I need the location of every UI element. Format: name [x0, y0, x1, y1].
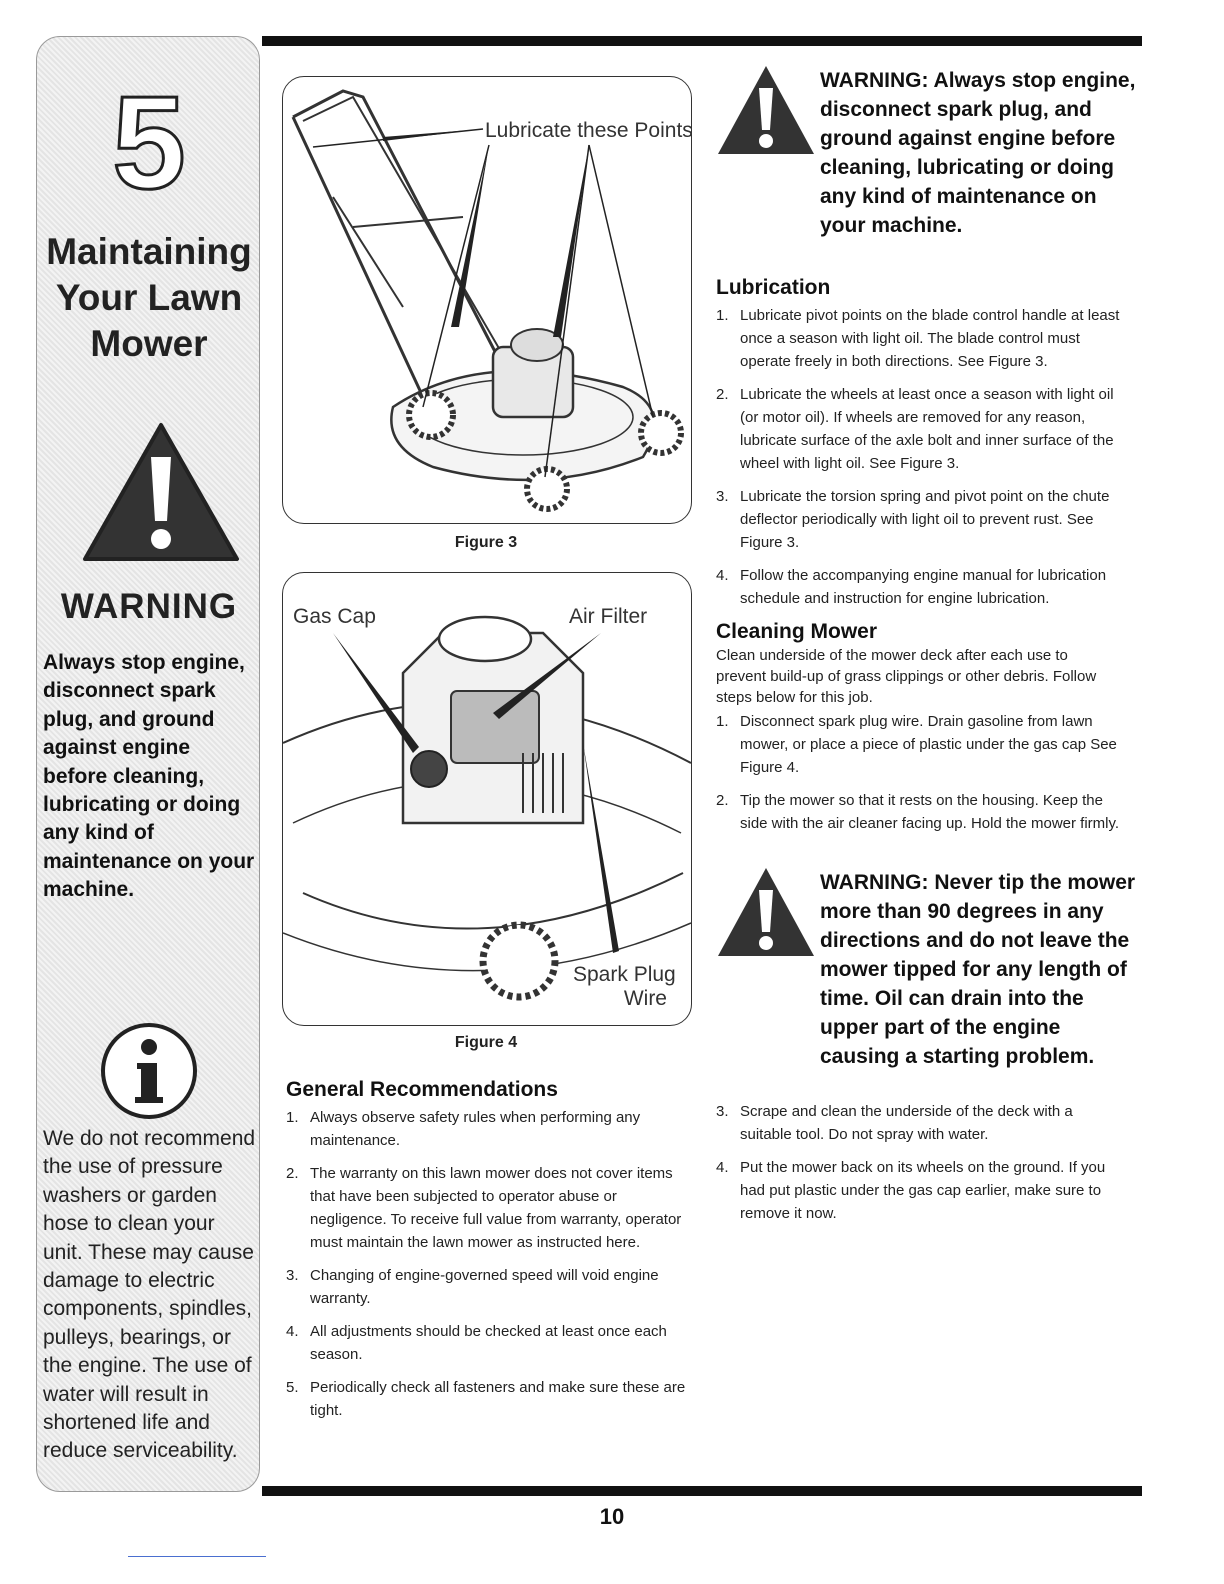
figure-3-caption: Figure 3	[454, 534, 518, 551]
top-rule	[262, 36, 1142, 46]
chapter-title-line-2: Your Lawn	[55, 277, 243, 318]
spark-plug-label: Spark Plug Wire	[573, 963, 676, 1011]
chapter-sidebar: 5 Maintaining Your Lawn Mower WARNING Al…	[36, 36, 260, 1492]
general-recommendations-heading: General Recommendations	[286, 1078, 558, 1101]
cleaning-mower-heading: Cleaning Mower	[716, 620, 878, 643]
list-item: 4.All adjustments should be checked at l…	[286, 1323, 667, 1363]
list-item: 5.Periodically check all fasteners and m…	[286, 1379, 686, 1419]
figure-3-label: Lubricate these Points	[485, 119, 692, 142]
general-recommendations-list: 1.Always observe safety rules when perfo…	[286, 1106, 686, 1432]
engine-warning-block: WARNING: Always stop engine, disconnect …	[716, 64, 1136, 264]
cleaning-intro: Clean underside of the mower deck after …	[716, 647, 1097, 706]
sidebar-info-text: We do not recommend the use of pressure …	[43, 1127, 256, 1463]
spark-plug-label-line-1: Spark Plug	[573, 963, 676, 986]
warning-triangle-icon	[83, 423, 239, 561]
figure-4-caption: Figure 4	[454, 1034, 518, 1051]
list-item: 4.Follow the accompanying engine manual …	[716, 567, 1107, 607]
list-item: 1.Disconnect spark plug wire. Drain gaso…	[716, 713, 1117, 776]
tip-warning-text: WARNING: Never tip the mower more than 9…	[820, 871, 1136, 1068]
lubrication-list: 1.Lubricate pivot points on the blade co…	[716, 304, 1126, 620]
sidebar-warning-label: WARNING	[60, 587, 238, 626]
spark-plug-label-line-2: Wire	[623, 987, 667, 1011]
lubrication-heading: Lubrication	[716, 276, 831, 299]
chapter-title-line-3: Mower	[90, 323, 208, 364]
engine-warning-text: WARNING: Always stop engine, disconnect …	[820, 69, 1136, 237]
page-number: 10	[599, 1504, 625, 1529]
list-item: 2.Lubricate the wheels at least once a s…	[716, 386, 1114, 472]
chapter-number: 5	[111, 69, 187, 216]
bottom-rule	[262, 1486, 1142, 1496]
cleaning-steps-list: 1.Disconnect spark plug wire. Drain gaso…	[716, 710, 1126, 845]
engine-closeup-illustration	[283, 615, 691, 1001]
cleaning-steps-list-continued: 3.Scrape and clean the underside of the …	[716, 1100, 1126, 1235]
air-filter-label: Air Filter	[569, 605, 648, 628]
tip-warning-block: WARNING: Never tip the mower more than 9…	[716, 866, 1136, 1076]
warning-triangle-icon	[718, 868, 814, 956]
list-item: 3.Lubricate the torsion spring and pivot…	[716, 488, 1110, 551]
gas-cap-label: Gas Cap	[293, 605, 376, 628]
list-item: 3.Scrape and clean the underside of the …	[716, 1103, 1073, 1143]
info-icon	[101, 1023, 197, 1119]
chapter-title: Maintaining Your Lawn Mower	[37, 229, 261, 367]
figure-4-frame: Gas Cap Air Filter Spark Plug Wire	[282, 572, 692, 1026]
list-item: 2.Tip the mower so that it rests on the …	[716, 792, 1120, 832]
lawn-mower-illustration	[291, 89, 684, 512]
list-item: 4.Put the mower back on its wheels on th…	[716, 1159, 1106, 1222]
list-item: 1.Always observe safety rules when perfo…	[286, 1109, 641, 1149]
footer-rule	[128, 1556, 266, 1557]
list-item: 2.The warranty on this lawn mower does n…	[286, 1165, 682, 1251]
sidebar-warning-text: Always stop engine, disconnect spark plu…	[43, 651, 255, 902]
warning-triangle-icon	[718, 66, 814, 154]
list-item: 1.Lubricate pivot points on the blade co…	[716, 307, 1120, 370]
chapter-title-line-1: Maintaining	[46, 231, 252, 272]
figure-3-frame: Lubricate these Points	[282, 76, 692, 524]
list-item: 3.Changing of engine-governed speed will…	[286, 1267, 659, 1307]
